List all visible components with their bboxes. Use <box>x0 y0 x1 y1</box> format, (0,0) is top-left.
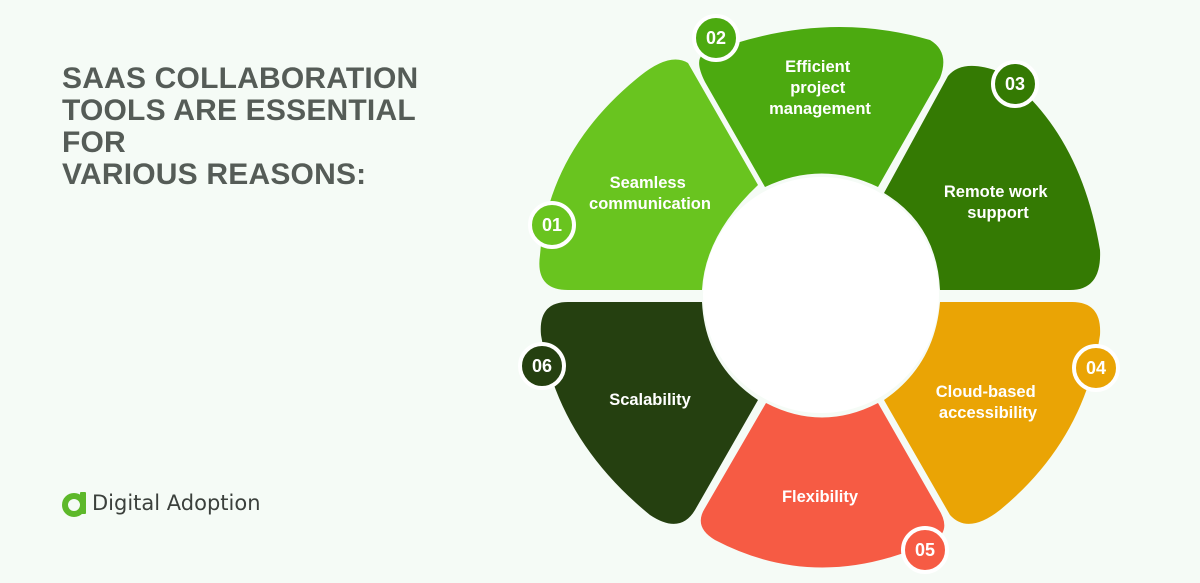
number-badge-03: 03 <box>991 60 1039 108</box>
segment-06-shape <box>540 302 758 524</box>
number-badge-05-text: 05 <box>915 540 935 560</box>
center-hub <box>703 177 939 413</box>
segment-05-shape <box>700 403 945 568</box>
segment-03-label-line-1: Remote work <box>944 183 1048 201</box>
number-badge-04: 04 <box>1072 344 1120 392</box>
segment-04-label: Cloud-based accessibility <box>936 383 1041 422</box>
segment-04-label-line-1: Cloud-based <box>936 383 1036 401</box>
segment-02-label-line-1: Efficient <box>785 58 851 76</box>
title-line-2: TOOLS ARE ESSENTIAL FOR <box>62 94 416 159</box>
segment-06-label: Scalability <box>609 391 691 409</box>
segment-04-shape <box>884 302 1101 524</box>
segment-01-shape <box>539 59 758 291</box>
segment-03: Remote work support 03 <box>884 60 1101 290</box>
segment-02: Efficient project management 02 <box>692 14 944 187</box>
segment-05: Flexibility 05 <box>700 403 949 574</box>
segment-02-label-line-2: project <box>790 79 846 97</box>
segment-04: Cloud-based accessibility 04 <box>884 302 1120 524</box>
number-badge-06-text: 06 <box>532 356 552 376</box>
segment-03-shape <box>884 65 1101 290</box>
segment-01-label-line-1: Seamless <box>610 174 686 192</box>
number-badge-01-text: 01 <box>542 215 562 235</box>
number-badge-03-text: 03 <box>1005 74 1025 94</box>
segment-02-shape <box>699 27 944 187</box>
brand-name: Digital Adoption <box>92 491 261 515</box>
segment-01-label: Seamless communication <box>589 174 711 213</box>
brand-mark-icon <box>62 492 86 517</box>
number-badge-06: 06 <box>518 342 566 390</box>
title-line-1: SAAS COLLABORATION <box>62 62 419 95</box>
segment-01-label-line-2: communication <box>589 195 711 213</box>
segment-06: Scalability 06 <box>518 302 758 524</box>
segment-01: Seamless communication 01 <box>528 59 758 291</box>
segment-04-label-line-2: accessibility <box>939 404 1038 422</box>
segment-02-label-line-3: management <box>769 100 871 118</box>
segment-03-label-line-2: support <box>967 204 1029 222</box>
number-badge-04-text: 04 <box>1086 358 1106 378</box>
segment-05-label: Flexibility <box>782 488 859 506</box>
brand-logo: Digital Adoption <box>62 486 261 520</box>
number-badge-02: 02 <box>692 14 740 62</box>
page-title: SAAS COLLABORATION TOOLS ARE ESSENTIAL F… <box>62 63 482 191</box>
title-line-3: VARIOUS REASONS: <box>62 158 367 191</box>
number-badge-05: 05 <box>901 526 949 574</box>
segment-03-label: Remote work support <box>944 183 1052 222</box>
segment-05-label-line-1: Flexibility <box>782 488 859 506</box>
segment-02-label: Efficient project management <box>769 58 871 118</box>
number-badge-01: 01 <box>528 201 576 249</box>
segment-06-label-line-1: Scalability <box>609 391 691 409</box>
number-badge-02-text: 02 <box>706 28 726 48</box>
